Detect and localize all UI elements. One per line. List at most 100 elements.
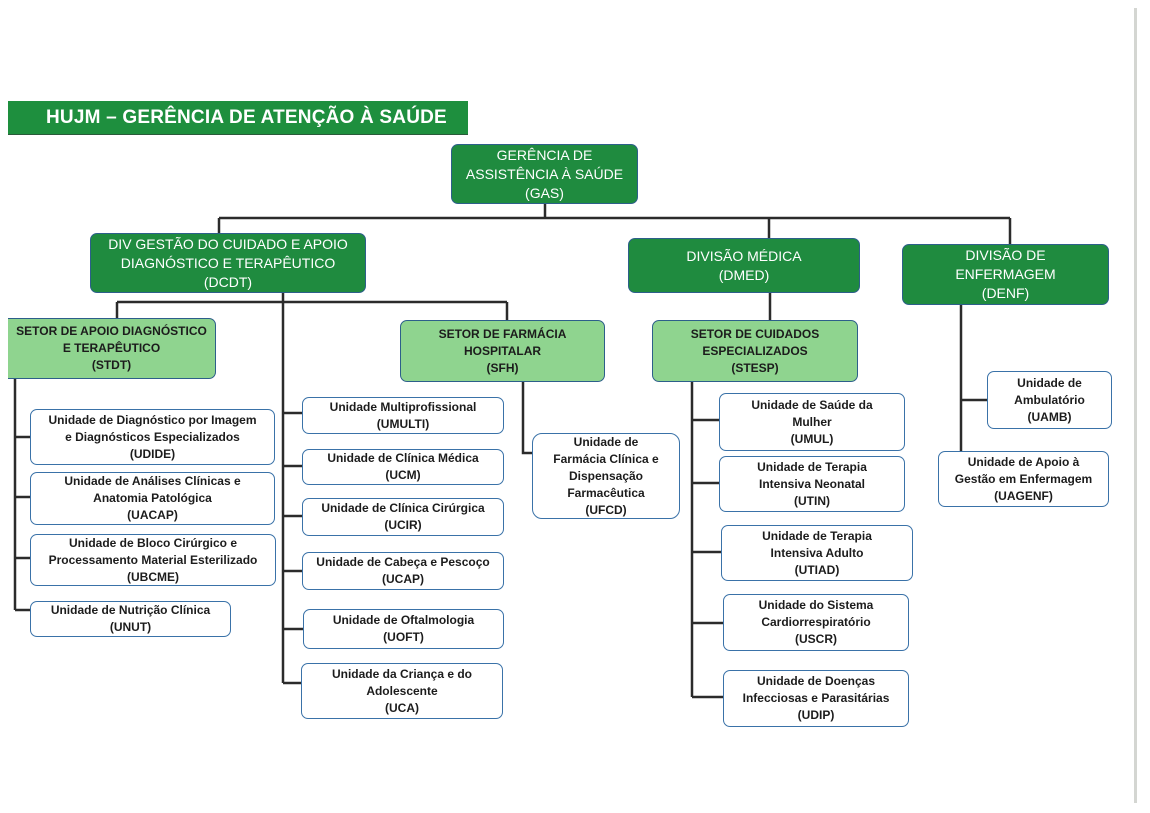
unit-line: Anatomia Patológica [93, 491, 212, 505]
unit-line: (UAGENF) [994, 488, 1053, 503]
node-uagenf[interactable]: Unidade de Apoio à Gestão em Enfermagem … [938, 451, 1109, 507]
unit-line: Ambulatório [1014, 392, 1085, 407]
unit-line: (UFCD) [585, 502, 627, 517]
node-utiad[interactable]: Unidade de Terapia Intensiva Adulto (UTI… [721, 525, 913, 581]
node-dmed-line: (DMED) [718, 266, 770, 283]
unit-line: Unidade de Doenças [756, 674, 876, 688]
node-stesp-line: ESPECIALIZADOS [702, 343, 808, 358]
node-uca[interactable]: Unidade da Criança e do Adolescente (UCA… [301, 663, 503, 719]
unit-line: (UTIN) [794, 493, 830, 508]
unit-line: (UMUL) [790, 431, 834, 446]
node-denf[interactable]: DIVISÃO DE ENFERMAGEM (DENF) [902, 244, 1109, 305]
unit-line: Unidade de Apoio à [967, 454, 1080, 469]
unit-line: (UDIP) [797, 708, 835, 722]
node-dcdt-line: (DCDT) [203, 273, 253, 290]
unit-line: Adolescente [366, 683, 438, 698]
unit-line: (UCA) [385, 700, 419, 715]
unit-line: (UNUT) [109, 620, 152, 634]
unit-line: (UDIDE) [129, 446, 176, 461]
unit-line: Cardiorrespiratório [761, 615, 871, 629]
unit-line: Unidade de Diagnóstico por Imagem [48, 412, 257, 427]
unit-line: Infecciosas e Parasitárias [742, 691, 890, 705]
node-gas-line: ASSISTÊNCIA À SAÚDE [465, 165, 624, 182]
unit-line: (UCIR) [384, 518, 422, 532]
unit-line: Unidade de Terapia [757, 459, 867, 474]
unit-line: Gestão em Enfermagem [954, 471, 1093, 486]
node-uscr[interactable]: Unidade do Sistema Cardiorrespiratório (… [723, 594, 909, 651]
unit-line: (UCM) [385, 468, 421, 482]
page-title-banner: HUJM – GERÊNCIA DE ATENÇÃO À SAÚDE [8, 101, 468, 135]
node-unut[interactable]: Unidade de Nutrição Clínica (UNUT) [30, 601, 231, 637]
node-dcdt[interactable]: DIV GESTÃO DO CUIDADO E APOIO DIAGNÓSTIC… [90, 233, 366, 293]
connector-dcdt [115, 292, 509, 683]
node-uoft[interactable]: Unidade de Oftalmologia (UOFT) [303, 609, 504, 649]
unit-line: Unidade de Clínica Cirúrgica [321, 501, 485, 515]
unit-line: Farmácia Clínica e [553, 451, 659, 466]
node-stesp[interactable]: SETOR DE CUIDADOS ESPECIALIZADOS (STESP) [652, 320, 858, 382]
unit-line: Unidade da Criança e do [331, 666, 473, 681]
unit-line: Unidade de Saúde da [751, 397, 873, 412]
unit-line: Unidade de Clínica Médica [327, 451, 479, 465]
unit-line: Processamento Material Esterilizado [48, 552, 258, 567]
unit-line: Unidade de Bloco Cirúrgico e [68, 535, 238, 550]
node-stdt-line: SETOR DE APOIO DIAGNÓSTICO [16, 324, 207, 338]
node-umulti[interactable]: Unidade Multiprofissional (UMULTI) [302, 397, 504, 434]
node-udip[interactable]: Unidade de Doenças Infecciosas e Parasit… [723, 670, 909, 727]
unit-line: Unidade de Análises Clínicas e [64, 474, 241, 488]
node-uacap[interactable]: Unidade de Análises Clínicas e Anatomia … [30, 472, 275, 525]
unit-line: e Diagnósticos Especializados [65, 429, 240, 444]
node-ucm[interactable]: Unidade de Clínica Médica (UCM) [302, 449, 504, 485]
node-umul[interactable]: Unidade de Saúde da Mulher (UMUL) [719, 393, 905, 451]
unit-line: Unidade de Oftalmologia [332, 613, 475, 627]
unit-line: (UBCME) [127, 569, 179, 584]
node-utin[interactable]: Unidade de Terapia Intensiva Neonatal (U… [719, 456, 905, 512]
node-ucir[interactable]: Unidade de Clínica Cirúrgica (UCIR) [302, 498, 504, 536]
node-udide[interactable]: Unidade de Diagnóstico por Imagem e Diag… [30, 409, 275, 465]
unit-line: Intensiva Adulto [770, 545, 864, 560]
node-sfh[interactable]: SETOR DE FARMÁCIA HOSPITALAR (SFH) [400, 320, 605, 382]
node-stesp-line: (STESP) [731, 360, 779, 375]
node-ubcme[interactable]: Unidade de Bloco Cirúrgico e Processamen… [30, 534, 276, 586]
unit-line: Unidade de Terapia [762, 528, 872, 543]
node-ucap[interactable]: Unidade de Cabeça e Pescoço (UCAP) [302, 552, 504, 590]
node-denf-line: (DENF) [981, 285, 1030, 301]
node-stdt-line: (STDT) [91, 358, 132, 372]
page-edge [1134, 8, 1137, 803]
connector-stdt [13, 378, 31, 612]
unit-line: (UTIAD) [794, 562, 840, 577]
page-title: HUJM – GERÊNCIA DE ATENÇÃO À SAÚDE [46, 106, 447, 128]
unit-line: Unidade de [1017, 375, 1082, 390]
node-stesp-line: SETOR DE CUIDADOS [690, 326, 820, 341]
unit-line: (USCR) [795, 632, 837, 646]
unit-line: (UAMB) [1027, 409, 1072, 424]
node-sfh-line: (SFH) [486, 360, 519, 375]
unit-line: (UOFT) [383, 630, 424, 644]
node-stdt-line: E TERAPÊUTICO [62, 341, 161, 355]
unit-line: Unidade de [573, 434, 639, 449]
node-dcdt-line: DIV GESTÃO DO CUIDADO E APOIO [108, 235, 348, 252]
unit-line: Unidade do Sistema [758, 598, 874, 612]
connector-denf [959, 304, 988, 452]
connector-dmed [690, 292, 772, 699]
unit-line: (UACAP) [127, 508, 178, 522]
unit-line: Unidade de Nutrição Clínica [50, 603, 211, 617]
node-gas-line: (GAS) [525, 184, 564, 201]
node-dmed-line: DIVISÃO MÉDICA [686, 247, 802, 264]
unit-line: Intensiva Neonatal [758, 476, 866, 491]
unit-line: Unidade de Cabeça e Pescoço [316, 555, 490, 569]
node-dmed[interactable]: DIVISÃO MÉDICA (DMED) [628, 238, 860, 293]
node-uamb[interactable]: Unidade de Ambulatório (UAMB) [987, 371, 1112, 429]
node-sfh-line: SETOR DE FARMÁCIA [438, 326, 567, 341]
node-ufcd[interactable]: Unidade de Farmácia Clínica e Dispensaçã… [532, 433, 680, 519]
node-stdt[interactable]: SETOR DE APOIO DIAGNÓSTICO E TERAPÊUTICO… [8, 318, 216, 379]
unit-line: Farmacêutica [567, 485, 645, 500]
unit-line: Dispensação [568, 468, 644, 483]
connector-root [217, 203, 1012, 244]
node-denf-line: DIVISÃO DE [965, 247, 1046, 263]
node-sfh-line: HOSPITALAR [463, 343, 542, 358]
node-gas[interactable]: GERÊNCIA DE ASSISTÊNCIA À SAÚDE (GAS) [451, 144, 638, 204]
unit-line: Unidade Multiprofissional [329, 399, 477, 414]
connector-sfh [521, 381, 533, 455]
node-denf-line: ENFERMAGEM [955, 266, 1056, 282]
